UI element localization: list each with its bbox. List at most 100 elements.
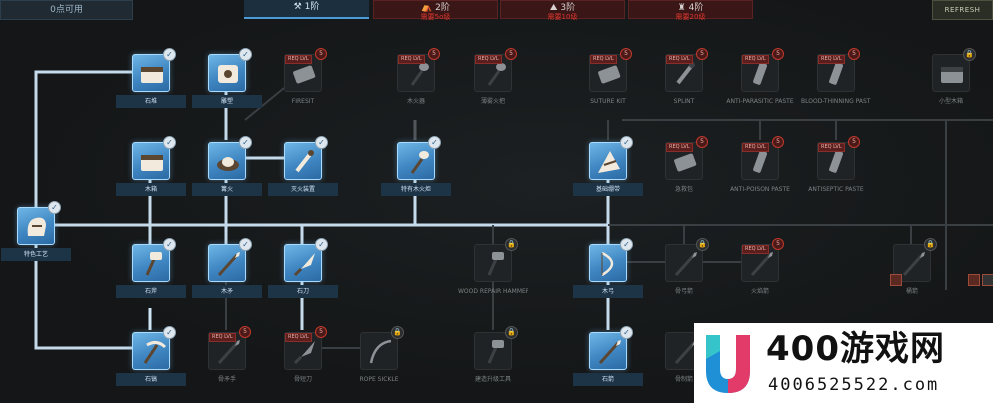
node-label: 急救包: [674, 186, 693, 193]
req-level-badge: REQ LVL: [666, 55, 693, 64]
top-bar: 0点可用 ⚒ 1阶 ⛺ 2阶需要5o级 ⛰ 3阶需要10级 ♜ 4阶需要20级 …: [0, 0, 993, 22]
lock-icon: 🔒: [963, 48, 976, 61]
tech-node[interactable]: ✓灭火装置: [268, 136, 338, 196]
unlocked-check-icon: ✓: [48, 201, 61, 214]
node-label: ANTISEPTIC PASTE: [808, 186, 864, 193]
arrow-icon: [598, 340, 621, 365]
watermark: 400游戏网 4006525522.com: [694, 323, 993, 403]
node-label: 木火器: [406, 98, 425, 105]
node-icon-frame: [208, 54, 246, 92]
node-icon-frame: [208, 142, 246, 180]
badge-icon: [982, 274, 993, 286]
paste-icon: [753, 150, 768, 173]
req-level-number: 5: [848, 136, 860, 148]
node-icon-frame: [132, 244, 170, 282]
unlocked-check-icon: ✓: [620, 238, 633, 251]
node-icon-frame: [132, 142, 170, 180]
tab-tier-1[interactable]: ⚒ 1阶: [244, 0, 369, 19]
tech-node[interactable]: 🔒 桶箭: [893, 238, 937, 295]
node-label: 骨短刀: [293, 376, 312, 383]
torch-icon: [487, 63, 506, 86]
node-label: 雕塑: [192, 95, 262, 108]
node-icon-frame: [589, 142, 627, 180]
node-label: 桶箭: [905, 288, 918, 295]
node-label: 灭火装置: [268, 183, 338, 196]
tech-node[interactable]: ✓石斧: [116, 238, 186, 298]
campfire-icon: [217, 157, 239, 171]
lock-icon: 🔒: [924, 238, 937, 251]
node-icon-frame: [893, 244, 931, 282]
stone-pile-icon: [141, 67, 163, 83]
hammer-icon: [487, 340, 504, 364]
torch-icon: [410, 151, 429, 174]
tech-node[interactable]: ✓篝火: [192, 136, 262, 196]
watermark-number: 4006525522.com: [768, 375, 940, 395]
tier-4-icon: ♜: [677, 3, 689, 13]
tech-node[interactable]: ✓石刀: [268, 238, 338, 298]
req-level-badge: REQ LVL: [398, 55, 425, 64]
sculpture-icon: [218, 65, 238, 83]
tech-node[interactable]: 🔒ROPE SICKLE: [359, 326, 404, 383]
req-level-badge: REQ LVL: [742, 245, 769, 254]
tab-tier-2[interactable]: ⛺ 2阶需要5o级: [373, 0, 498, 21]
watermark-brand: 400游戏网: [766, 329, 945, 369]
tech-node[interactable]: ✓特色工艺: [1, 201, 71, 261]
unlocked-check-icon: ✓: [239, 48, 252, 61]
tech-node[interactable]: 🔒骨弓箭: [665, 238, 709, 295]
req-level-badge: REQ LVL: [818, 143, 845, 152]
node-icon-frame: [665, 244, 703, 282]
req-level-number: 5: [315, 48, 327, 60]
kit-icon: [674, 153, 697, 172]
unlocked-check-icon: ✓: [239, 238, 252, 251]
node-icon-frame: [17, 207, 55, 245]
unlocked-check-icon: ✓: [163, 48, 176, 61]
node-label: ROPE SICKLE: [359, 376, 399, 383]
req-level-number: 5: [772, 238, 784, 250]
node-icon-frame: [360, 332, 398, 370]
req-level-badge: REQ LVL: [285, 55, 312, 64]
tech-node[interactable]: ✓ 雕塑: [192, 48, 262, 108]
node-label: SUTURE KIT: [590, 98, 626, 105]
req-level-number: 5: [620, 48, 632, 60]
tab-tier-3[interactable]: ⛰ 3阶需要10级: [500, 0, 625, 21]
tech-node[interactable]: ✓基础绷带: [573, 136, 643, 196]
req-level-badge: REQ LVL: [666, 143, 693, 152]
knife-icon: [293, 253, 315, 277]
tech-node[interactable]: ✓石堆: [116, 48, 186, 108]
node-icon-frame: [208, 244, 246, 282]
tech-node[interactable]: ✓石箭: [573, 326, 643, 386]
lock-icon: 🔒: [505, 326, 518, 339]
node-icon-frame: [132, 332, 170, 370]
tech-node[interactable]: ✓特有木火炬: [381, 136, 451, 196]
arrow-icon: [750, 252, 773, 277]
tech-node[interactable]: 🔒WOOD REPAIR HAMMER: [458, 238, 528, 295]
tech-node[interactable]: 🔒小型木箱: [932, 48, 976, 105]
req-level-number: 5: [239, 326, 251, 338]
lock-icon: 🔒: [505, 238, 518, 251]
tech-node[interactable]: ✓木矛: [192, 238, 262, 298]
node-icon-frame: [284, 244, 322, 282]
tech-node[interactable]: 🔒建造升级工具: [474, 326, 518, 383]
unlocked-check-icon: ✓: [428, 136, 441, 149]
tech-node[interactable]: ✓石镐: [116, 326, 186, 386]
tech-node[interactable]: ✓木弓: [573, 238, 643, 298]
tech-node[interactable]: ✓木箱: [116, 136, 186, 196]
node-label: FIRESIT: [291, 98, 315, 105]
req-level-badge: REQ LVL: [818, 55, 845, 64]
tab-tier-4[interactable]: ♜ 4阶需要20级: [628, 0, 753, 21]
refresh-button[interactable]: REFRESH: [932, 0, 993, 20]
